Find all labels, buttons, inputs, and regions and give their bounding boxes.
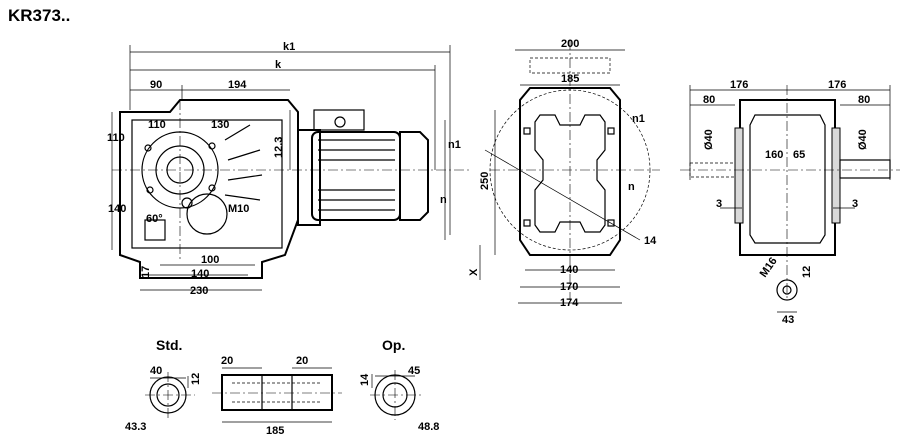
front-bolt — [523, 219, 531, 227]
right-housing — [739, 99, 836, 256]
shaft-sections — [261, 375, 293, 410]
right-shaft — [839, 159, 891, 179]
front-bolt — [523, 127, 531, 135]
dim-140-bottom: 140 — [191, 268, 209, 280]
dim-shaft-20-left: 20 — [221, 355, 233, 367]
dim-170: 170 — [560, 281, 578, 293]
dim-130: 130 — [211, 119, 229, 131]
dim-std-12: 12 — [190, 373, 202, 385]
dim-194: 194 — [228, 79, 247, 91]
bolt-hole — [208, 142, 216, 150]
m16-hole-inner — [782, 285, 792, 295]
dim-60-angle: 60° — [146, 213, 163, 225]
std-bore — [156, 383, 180, 407]
right-shaft-flange — [831, 127, 841, 224]
dim-110-inner: 110 — [148, 119, 166, 131]
dim-side-n: n — [440, 194, 447, 206]
front-bolt — [607, 219, 615, 227]
dim-12-3: 12.3 — [273, 137, 285, 158]
left-shaft-flange — [734, 127, 744, 224]
std-view: Std. 40 12 43.3 — [125, 337, 202, 433]
dim-3-right: 3 — [852, 198, 858, 210]
dim-front-n: n — [628, 181, 635, 193]
dim-65: 65 — [793, 149, 805, 161]
dim-185: 185 — [561, 73, 579, 85]
housing-inner — [131, 119, 283, 249]
dim-48-8: 48.8 — [418, 421, 439, 433]
motor-fins — [318, 139, 395, 211]
dim-op-14: 14 — [359, 373, 371, 386]
dim-43-3: 43.3 — [125, 421, 146, 433]
small-hole — [181, 197, 193, 209]
dim-side-n1: n1 — [448, 139, 461, 151]
dim-14: 14 — [644, 235, 657, 247]
dim-d40-right: Ø40 — [857, 129, 869, 150]
dim-op-45: 45 — [408, 365, 420, 377]
dim-80-right: 80 — [858, 94, 870, 106]
op-view: Op. 14 45 48.8 — [359, 337, 439, 433]
dim-80-left: 80 — [703, 94, 715, 106]
dim-200: 200 — [561, 38, 579, 50]
dim-front-n1: n1 — [632, 113, 645, 125]
front-bolt — [607, 127, 615, 135]
front-housing — [519, 87, 621, 256]
dim-3-left: 3 — [716, 198, 722, 210]
motor-adapter — [297, 129, 321, 226]
dim-174: 174 — [560, 297, 579, 309]
dim-k1: k1 — [283, 41, 295, 53]
dim-shaft-185: 185 — [266, 425, 284, 437]
side-view: k1 k 90 194 110 110 130 12.3 140 60° M10… — [107, 41, 470, 297]
dim-176-right: 176 — [828, 79, 846, 91]
bolt-hole — [146, 186, 154, 194]
housing-ribs — [224, 124, 263, 201]
motor-body — [311, 131, 401, 221]
m60-pocket — [144, 219, 166, 241]
right-housing-pocket — [749, 114, 826, 244]
page-title: KR373.. — [8, 6, 71, 25]
dim-250: 250 — [479, 172, 491, 190]
right-view: 176 176 80 80 Ø40 Ø40 160 65 3 3 M16 12 … — [680, 79, 900, 326]
bolt-hole — [144, 144, 152, 152]
std-label: Std. — [156, 337, 182, 353]
dim-d40-left: Ø40 — [703, 129, 715, 150]
dim-140-left: 140 — [108, 203, 126, 215]
dim-12: 12 — [801, 266, 813, 278]
dim-230: 230 — [190, 285, 208, 297]
dim-k: k — [275, 59, 282, 71]
front-housing-pocket — [534, 114, 606, 233]
dim-front-140: 140 — [560, 264, 578, 276]
shaft-view: 20 20 185 — [212, 355, 342, 437]
dim-176-left: 176 — [730, 79, 748, 91]
op-label: Op. — [382, 337, 405, 353]
motor-fan-cover — [399, 131, 429, 221]
dim-110-left: 110 — [107, 132, 125, 144]
dim-90: 90 — [150, 79, 162, 91]
dim-x: X — [468, 268, 480, 276]
terminal-cable-entry — [334, 116, 346, 128]
dim-m16: M16 — [758, 255, 780, 279]
hollow-shaft — [221, 374, 333, 411]
shaft-bore-lines — [232, 382, 322, 403]
bolt-hole — [208, 184, 216, 192]
dim-std-40: 40 — [150, 365, 162, 377]
m10-hole-circle — [186, 193, 228, 235]
leader-14 — [484, 149, 641, 241]
dim-m10: M10 — [228, 203, 249, 215]
terminal-box — [313, 109, 365, 131]
front-view: 200 185 250 14 X 140 170 174 n1 n — [468, 38, 660, 309]
dim-160: 160 — [765, 149, 783, 161]
dim-shaft-20-right: 20 — [296, 355, 308, 367]
m16-hole — [776, 279, 798, 301]
dim-100: 100 — [201, 254, 219, 266]
dim-43: 43 — [782, 314, 794, 326]
dim-17: 17 — [140, 266, 152, 278]
